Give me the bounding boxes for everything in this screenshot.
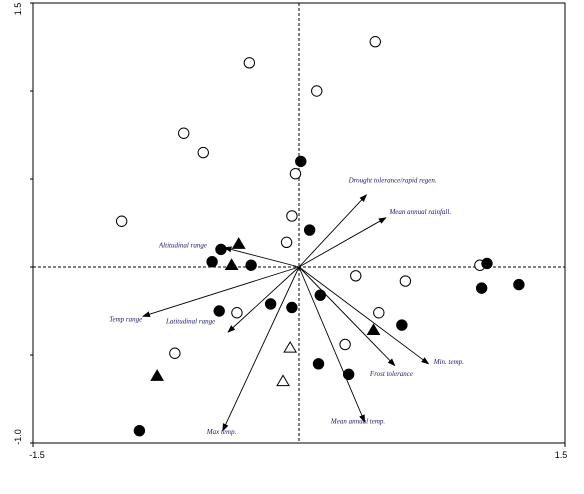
filled-circle-point bbox=[314, 289, 326, 301]
filled-circle-point bbox=[213, 305, 225, 317]
filled-circle-point bbox=[342, 368, 355, 381]
filled-triangle-point bbox=[231, 237, 246, 249]
filled-triangle-point bbox=[366, 323, 381, 336]
open-circle-point bbox=[197, 146, 209, 159]
vector-label: Min. temp. bbox=[433, 358, 464, 366]
open-circle-point bbox=[231, 307, 243, 319]
open-triangle-point bbox=[283, 340, 298, 353]
vector-label: Mean annual temp. bbox=[330, 418, 385, 426]
open-circle-point bbox=[350, 270, 362, 282]
vector-arrow bbox=[223, 246, 300, 268]
filled-circle-point bbox=[475, 282, 488, 294]
x-tick-label: 1.5 bbox=[555, 450, 568, 460]
vector-label: Latitudinal range bbox=[165, 317, 215, 325]
vector-label: Max temp. bbox=[206, 428, 237, 436]
filled-circle-point bbox=[133, 424, 146, 437]
open-circle-point bbox=[243, 57, 256, 69]
open-circle-point bbox=[339, 338, 351, 351]
filled-circle-point bbox=[286, 301, 298, 314]
x-tick-label: -1.5 bbox=[29, 450, 45, 460]
vector-arrow bbox=[298, 266, 396, 367]
sample-points bbox=[115, 36, 525, 437]
vector-arrow bbox=[141, 266, 300, 318]
y-tick-label: -1.0 bbox=[13, 429, 23, 445]
filled-circle-point bbox=[481, 257, 493, 270]
open-circle-point bbox=[373, 307, 385, 319]
vector-label: Frost tolerance bbox=[369, 370, 413, 378]
filled-circle-point bbox=[513, 278, 525, 291]
filled-circle-point bbox=[245, 259, 257, 271]
open-circle-point bbox=[178, 127, 190, 139]
open-circle-point bbox=[311, 85, 323, 97]
open-circle-point bbox=[369, 36, 381, 48]
open-circle-point bbox=[280, 236, 293, 249]
vector-label: Altitudinal range bbox=[158, 242, 207, 250]
open-circle-point bbox=[169, 347, 181, 359]
filled-circle-point bbox=[295, 155, 307, 168]
vector-arrow bbox=[298, 266, 430, 365]
filled-circle-point bbox=[264, 298, 277, 310]
vector-arrow bbox=[298, 266, 366, 423]
filled-triangle-point bbox=[150, 369, 165, 381]
vector-label: Temp range bbox=[109, 316, 142, 324]
vector-arrow bbox=[227, 266, 300, 333]
open-circle-point bbox=[289, 168, 302, 180]
vector-label: Mean annual rainfall. bbox=[388, 208, 451, 216]
filled-circle-point bbox=[396, 319, 408, 331]
axis-ticks: -1.5 1.5 -1.0 1.5 bbox=[13, 2, 568, 460]
filled-circle-point bbox=[206, 256, 218, 268]
open-circle-point bbox=[399, 275, 412, 287]
filled-triangle-point bbox=[224, 258, 239, 270]
open-circle-point bbox=[115, 215, 128, 227]
vector-arrow bbox=[222, 266, 300, 432]
vector-arrow bbox=[298, 194, 368, 268]
filled-circle-point bbox=[303, 224, 316, 236]
reference-lines bbox=[33, 3, 565, 443]
vector-label: Drought tolerance/rapid regen. bbox=[348, 177, 437, 185]
biplot-vectors: Drought tolerance/rapid regen. Mean annua… bbox=[109, 177, 464, 437]
filled-circle-point bbox=[312, 358, 325, 370]
filled-circle-point bbox=[215, 243, 227, 256]
y-tick-label: 1.5 bbox=[13, 3, 23, 16]
open-triangle-point bbox=[276, 374, 290, 387]
open-circle-point bbox=[286, 210, 298, 222]
vector-arrow bbox=[298, 217, 387, 268]
